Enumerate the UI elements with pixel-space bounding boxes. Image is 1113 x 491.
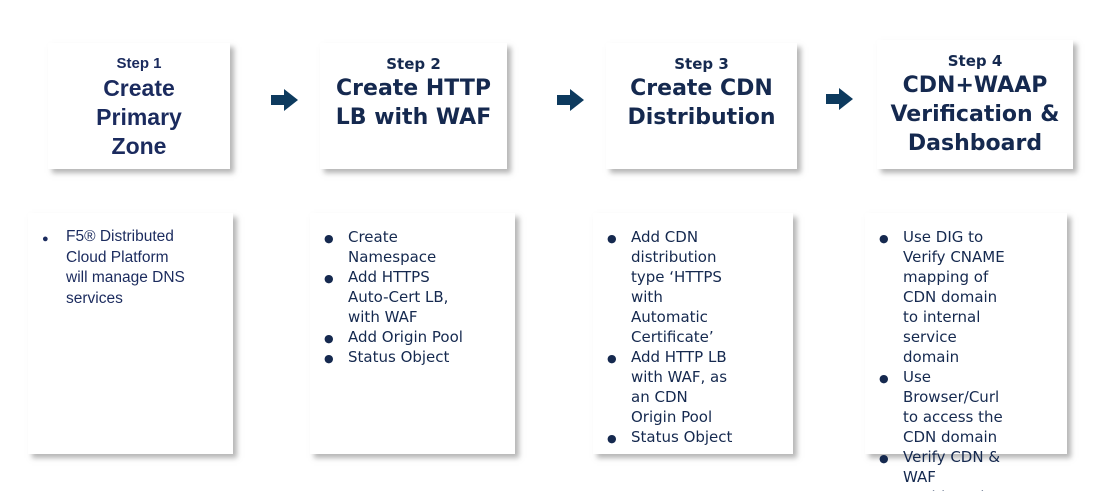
step-3-header-card: Step 3 Create CDN Distribution	[606, 43, 797, 169]
step-2-detail-card: Create Namespace Add HTTPS Auto-Cert LB,…	[310, 213, 515, 454]
right-block-arrow-icon-2	[557, 88, 584, 112]
step-4-bullet-list: Use DIG to Verify CNAME mapping of CDN d…	[865, 213, 1013, 491]
arrow-shape	[271, 89, 298, 111]
bullet-item: Verify CDN & WAF Dashboards	[879, 447, 1013, 491]
step-4-title: CDN+WAAP Verification & Dashboard	[890, 73, 1060, 156]
step-3-detail-card: Add CDN distribution type ‘HTTPS with Au…	[593, 213, 793, 454]
step-1-label: Step 1	[116, 55, 162, 72]
bullet-item: Use Browser/Curl to access the CDN domai…	[879, 367, 1013, 447]
bullet-item: F5® Distributed Cloud Platform will mana…	[42, 227, 193, 309]
arrow-shape	[557, 89, 584, 111]
arrow-shape	[826, 88, 853, 110]
step-1-detail-card: F5® Distributed Cloud Platform will mana…	[28, 213, 233, 454]
step-4-detail-card: Use DIG to Verify CNAME mapping of CDN d…	[865, 213, 1067, 491]
bullet-item: Status Object	[607, 427, 735, 449]
step-1-title: Create Primary Zone	[96, 75, 182, 159]
bullet-item: Create Namespace	[324, 227, 464, 267]
step-2-title: Create HTTP LB with WAF	[335, 76, 492, 130]
step-1-bullet-list: F5® Distributed Cloud Platform will mana…	[28, 213, 193, 309]
bullet-item: Add Origin Pool	[324, 327, 464, 349]
step-2-bullet-list: Create Namespace Add HTTPS Auto-Cert LB,…	[310, 213, 464, 369]
bullet-item: Add CDN distribution type ‘HTTPS with Au…	[607, 227, 735, 347]
right-block-arrow-icon-1	[271, 88, 298, 112]
step-2-header-card: Step 2 Create HTTP LB with WAF	[320, 43, 507, 169]
bullet-item: Add HTTP LB with WAF, as an CDN Origin P…	[607, 347, 735, 427]
bullet-item: Use DIG to Verify CNAME mapping of CDN d…	[879, 227, 1013, 367]
step-2-label: Step 2	[386, 55, 441, 73]
step-1-header-card: Step 1 Create Primary Zone	[48, 43, 230, 169]
bullet-item: Add HTTPS Auto-Cert LB, with WAF	[324, 267, 464, 327]
step-4-label: Step 4	[947, 52, 1003, 70]
step-3-title: Create CDN Distribution	[627, 76, 776, 130]
step-3-bullet-list: Add CDN distribution type ‘HTTPS with Au…	[593, 213, 735, 449]
right-block-arrow-icon-3	[826, 87, 853, 111]
bullet-item: Status Object	[324, 347, 464, 369]
step-3-label: Step 3	[674, 55, 729, 73]
step-4-header-card: Step 4 CDN+WAAP Verification & Dashboard	[877, 40, 1073, 169]
